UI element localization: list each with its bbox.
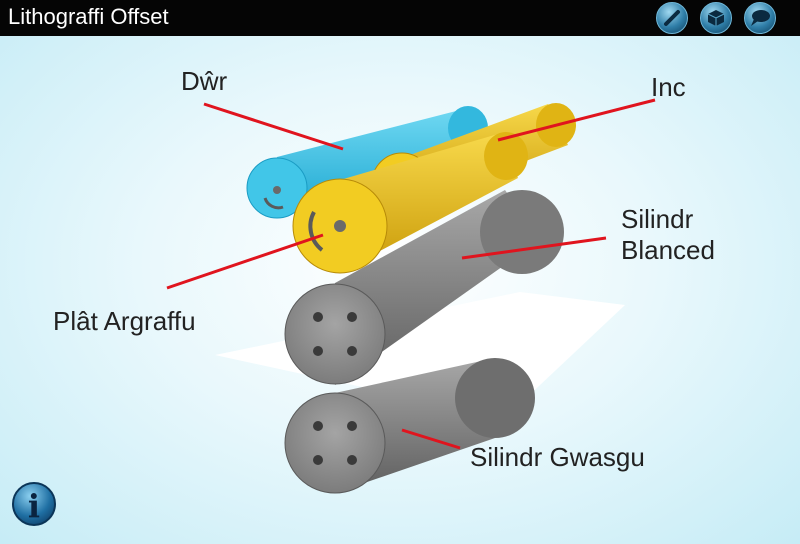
label-plate: Plât Argraffu <box>53 306 196 336</box>
plate-cylinder <box>292 132 528 274</box>
page-title: Lithograffi Offset <box>8 4 169 29</box>
label-water: Dŵr <box>181 66 228 96</box>
speech-bubble-button[interactable] <box>744 2 776 34</box>
label-blanket-line2: Blanced <box>621 235 715 265</box>
plate-leader-line <box>166 233 324 290</box>
pencil-button[interactable] <box>656 2 688 34</box>
label-ink: Inc <box>651 72 686 102</box>
impression-leader-line <box>401 428 461 450</box>
speech-bubble-icon <box>751 10 770 26</box>
cube-button[interactable] <box>700 2 732 34</box>
ink-leader-line <box>497 98 656 142</box>
pencil-icon <box>664 10 680 26</box>
title-bar: Lithograffi Offset <box>0 0 800 36</box>
blanket-leader-line <box>461 236 607 260</box>
impression-cylinder <box>284 358 535 494</box>
label-blanket-line1: Silindr <box>621 204 694 234</box>
info-button[interactable]: i <box>12 482 56 526</box>
cube-icon <box>707 10 725 26</box>
label-impression: Silindr Gwasgu <box>470 442 645 472</box>
water-leader-line <box>203 102 344 151</box>
info-icon: i <box>27 487 41 525</box>
